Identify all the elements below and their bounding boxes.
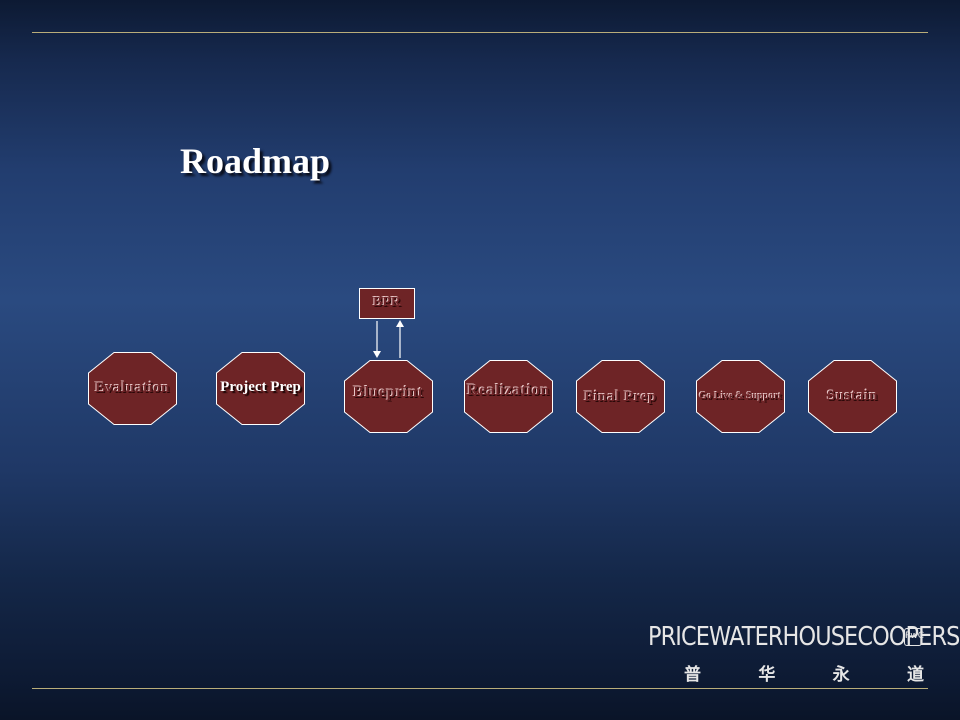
company-logo: PRICEWATERHOUSECOOPERS PwC 普 华 永 道 xyxy=(648,622,960,685)
octagon-shape xyxy=(696,360,785,433)
phase-evaluation: Evaluation xyxy=(88,352,177,425)
octagon-shape xyxy=(576,360,665,433)
bpr-blueprint-arrows xyxy=(373,320,404,358)
phase-label: Blueprint xyxy=(353,384,424,401)
phase-label: Final Prep xyxy=(584,389,657,405)
octagon-shape xyxy=(88,352,177,425)
logo-chinese-name: 普 华 永 道 xyxy=(684,660,924,685)
logo-chinese-char: 道 xyxy=(906,665,924,685)
logo-mark-icon: PwC xyxy=(904,628,924,646)
logo-chinese-char: 永 xyxy=(832,665,850,685)
octagon-shape xyxy=(464,360,553,433)
arrow-up-icon xyxy=(396,320,404,358)
phase-realization: Realization xyxy=(464,360,553,433)
octagon-shape xyxy=(216,352,305,425)
bpr-box: BPR xyxy=(359,288,415,319)
octagon-shape xyxy=(344,360,433,433)
top-rule xyxy=(32,32,928,33)
logo-chinese-char: 华 xyxy=(758,665,776,685)
phase-final-prep: Final Prep xyxy=(576,360,665,433)
phase-sustain: Sustain xyxy=(808,360,897,433)
phase-label: Evaluation xyxy=(94,380,171,396)
logo-wordmark: PRICEWATERHOUSECOOPERS xyxy=(648,622,960,652)
phase-label: Realization xyxy=(467,382,550,399)
logo-chinese-char: 普 xyxy=(684,665,701,685)
arrow-down-icon xyxy=(373,321,381,358)
phase-label: Sustain xyxy=(826,388,879,404)
phase-label: Project Prep xyxy=(220,379,301,395)
slide-title: Roadmap xyxy=(180,141,331,181)
phase-project-prep: Project Prep xyxy=(216,352,305,425)
phase-go-live-support: Go Live & Support xyxy=(696,360,785,433)
phase-label: Go Live & Support xyxy=(699,391,782,402)
bottom-rule xyxy=(32,688,928,689)
octagon-shape xyxy=(808,360,897,433)
phase-blueprint: Blueprint xyxy=(344,360,433,433)
